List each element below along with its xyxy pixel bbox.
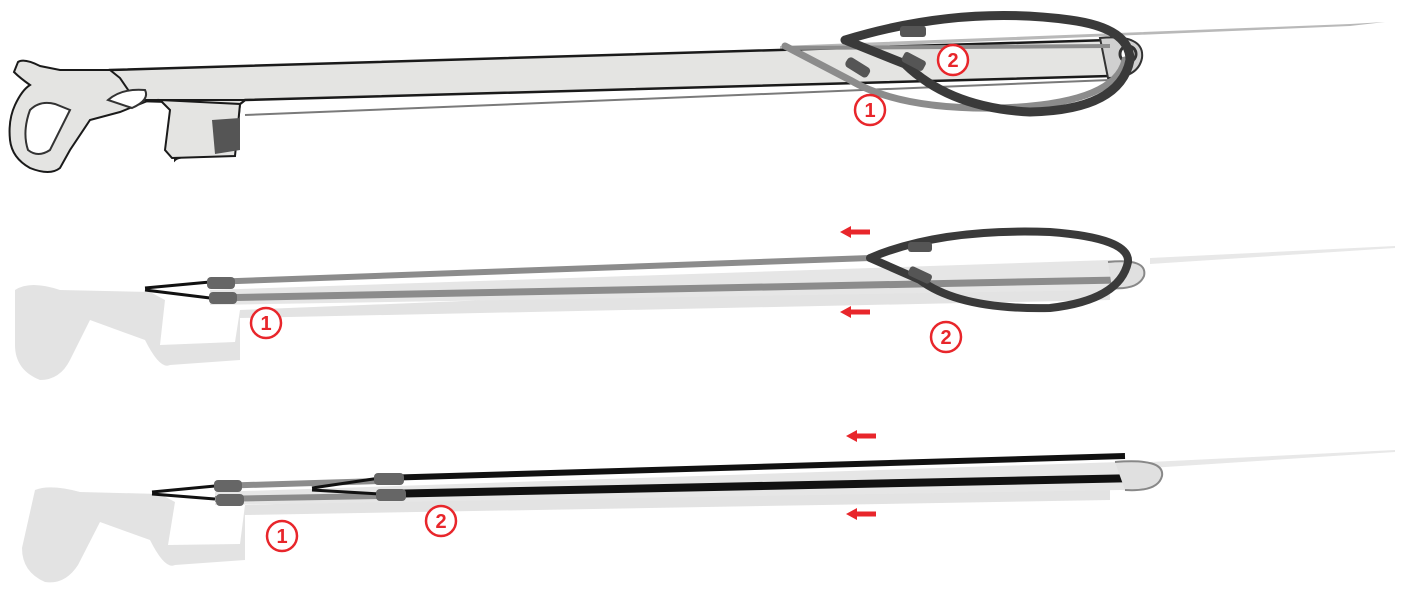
- rubber-band-2: [866, 227, 1132, 313]
- label-band-1: 1: [265, 519, 299, 553]
- rubber-band-2: [311, 453, 1141, 501]
- label-band-2: 2: [929, 320, 963, 354]
- faded-gun-body: [22, 450, 1395, 583]
- label-band-2: 2: [424, 504, 458, 538]
- panel-2-first-band-loaded: 1 2: [15, 226, 1395, 380]
- svg-text:2: 2: [435, 511, 446, 533]
- label-band-1: 1: [853, 93, 887, 127]
- spear-shaft: [780, 22, 1385, 50]
- reel-dark-part: [212, 118, 240, 154]
- faded-gun-body: [15, 246, 1395, 380]
- label-band-1: 1: [249, 306, 283, 340]
- rubber-band-2: [840, 11, 1135, 117]
- svg-text:2: 2: [940, 327, 951, 349]
- arrow-left-icon: [846, 508, 876, 520]
- arrow-left-icon: [840, 226, 870, 238]
- label-band-2: 2: [936, 43, 970, 77]
- svg-text:1: 1: [260, 313, 271, 335]
- muzzle-head: [1114, 460, 1164, 492]
- barrel-underline: [244, 79, 1111, 116]
- panel-3-both-bands-loaded: 1 2: [22, 430, 1395, 583]
- barrel: [108, 38, 1142, 106]
- grip-window: [24, 101, 72, 155]
- svg-text:1: 1: [276, 526, 287, 548]
- svg-text:2: 2: [947, 50, 958, 72]
- svg-text:1: 1: [864, 100, 875, 122]
- rubber-band-1: [144, 255, 1121, 304]
- arrow-left-icon: [846, 430, 876, 442]
- panel-1-unloaded-speargun: 1 2: [8, 11, 1385, 173]
- arrow-left-icon: [840, 306, 870, 318]
- trigger-guard-window: [106, 88, 148, 110]
